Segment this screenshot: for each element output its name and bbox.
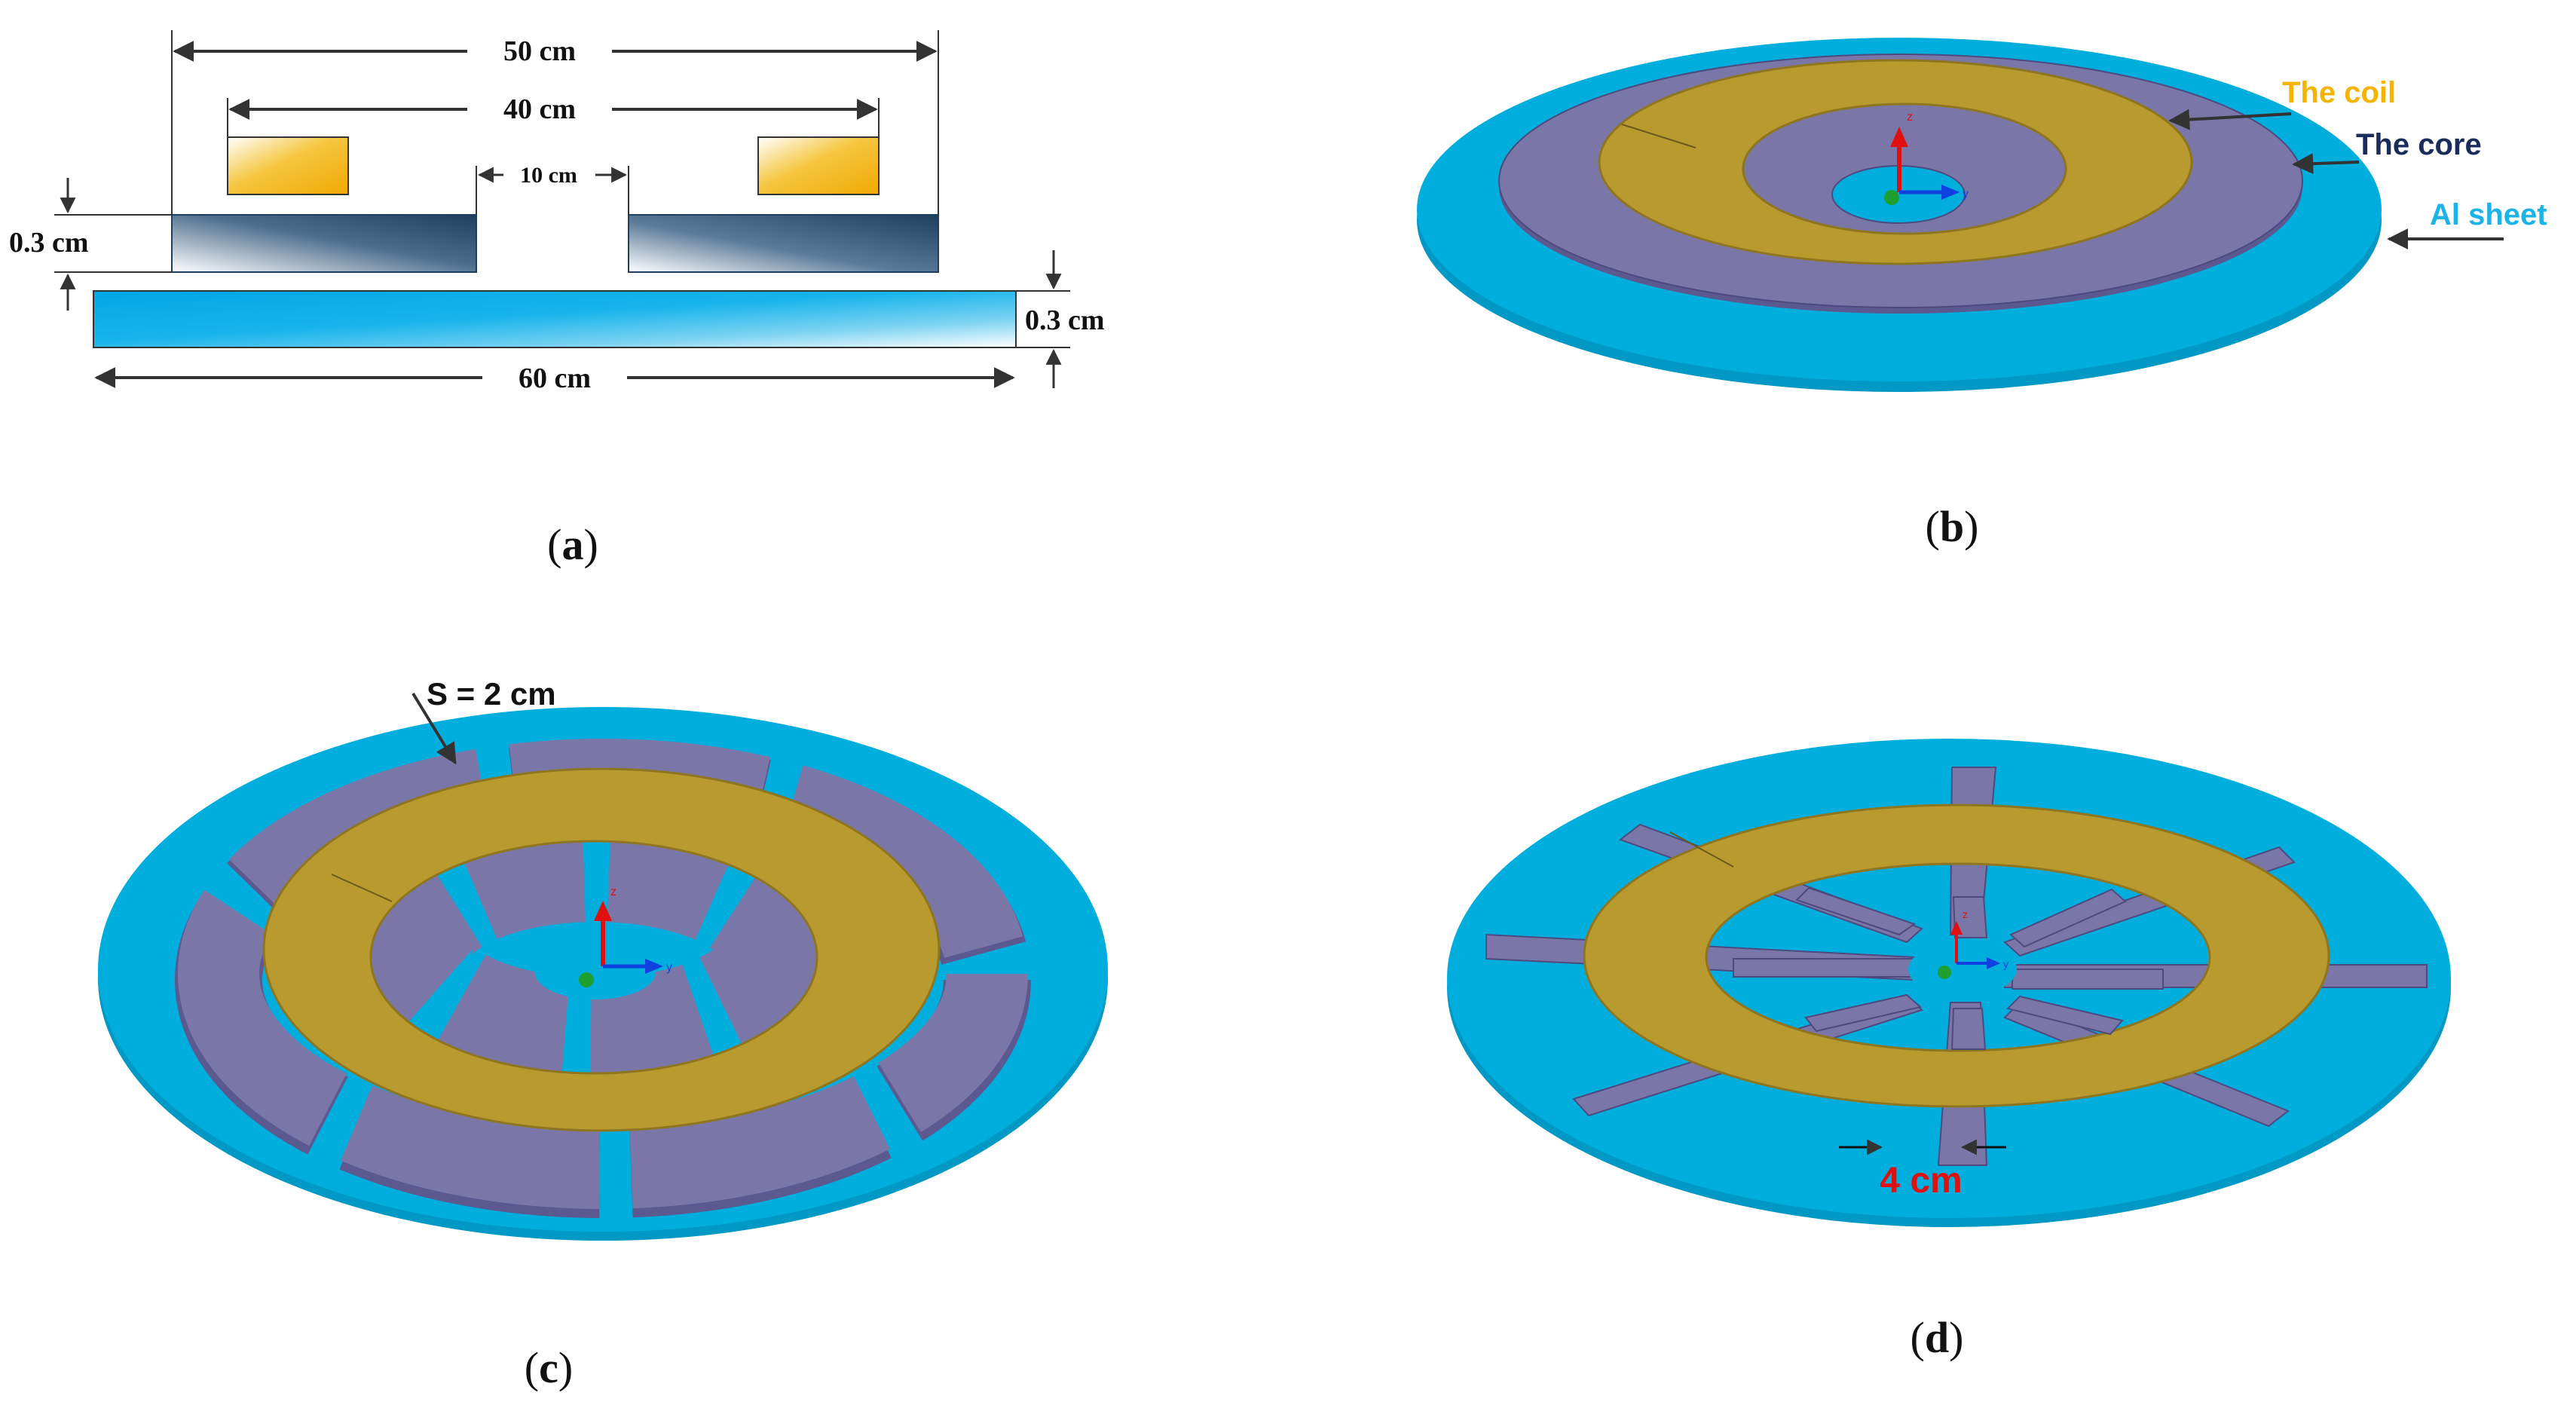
coil-cross-section-left: [227, 136, 349, 195]
axis-y-label: y: [2003, 958, 2008, 970]
caption-d: (d): [1911, 1313, 1964, 1362]
coil-seam: [331, 874, 393, 902]
spacing-label: S = 2 cm: [427, 676, 556, 712]
coil-label: The coil: [2282, 76, 2396, 109]
panel-c: z y S = 2 cm (c): [98, 676, 1108, 1392]
core-label: The core: [2356, 128, 2482, 161]
axis-z-label: z: [1907, 111, 1913, 124]
core-bar: [1952, 896, 1988, 938]
axis-z-label: z: [1963, 908, 1968, 920]
axis-triad: z y: [1884, 111, 1969, 205]
core-callout-line: [2292, 153, 2360, 175]
core-bar: [1950, 1008, 1987, 1050]
core-bar: [2006, 995, 2124, 1036]
coil-seam: [1621, 124, 1696, 148]
coil-ring: [262, 767, 941, 1132]
dim-label-sheet-thickness: 0.3 cm: [1025, 305, 1105, 336]
axis-triad: z y: [1938, 908, 2008, 979]
core-cross-section-left: [171, 214, 477, 273]
spacing-callout-line: [411, 692, 457, 765]
core-center-hole: [1908, 942, 2017, 996]
sheet-label: Al sheet: [2430, 198, 2547, 231]
axis-y-label: y: [1963, 188, 1969, 200]
core-bar: [2012, 969, 2164, 990]
caption-a: (a): [547, 520, 598, 569]
core-inner-segments: [359, 809, 831, 1091]
caption-c: (c): [525, 1343, 573, 1392]
caption-b: (b): [1926, 502, 1979, 551]
panel-b: z y The coil The core Al sheet (b): [1417, 38, 2547, 551]
dim-label-50: 50 cm: [503, 35, 576, 67]
core-center-hole: [535, 945, 656, 999]
core-bar: [1804, 993, 1923, 1033]
dim-label-60: 60 cm: [519, 363, 591, 394]
dim-label-40: 40 cm: [503, 93, 576, 125]
core-bar: [1733, 958, 1915, 978]
coil-ring: [1598, 59, 2193, 265]
width-label: 4 cm: [1880, 1161, 1962, 1201]
coil-cross-section-right: [757, 136, 880, 195]
coil-seam: [1669, 831, 1734, 868]
dim-label-core-thickness: 0.3 cm: [9, 227, 89, 259]
axis-triad: z y: [579, 886, 672, 987]
coil-ring: [1583, 803, 2330, 1108]
axis-z-label: z: [610, 886, 616, 898]
panel-d: z y 4 cm (d): [1447, 739, 2451, 1362]
core-bar: [1795, 886, 1917, 936]
panel-a: 50 cm 40 cm 10 cm 0.3 cm 0.3 cm: [9, 30, 1105, 569]
core-inner-spokes: [1733, 886, 2164, 1050]
axis-y-label: y: [666, 961, 672, 974]
coil-callout-line: [2168, 109, 2292, 130]
dim-label-10: 10 cm: [520, 163, 577, 188]
al-sheet-cross-section: [93, 290, 1017, 348]
core-bar: [2009, 888, 2127, 948]
core-cross-section-right: [628, 214, 939, 273]
